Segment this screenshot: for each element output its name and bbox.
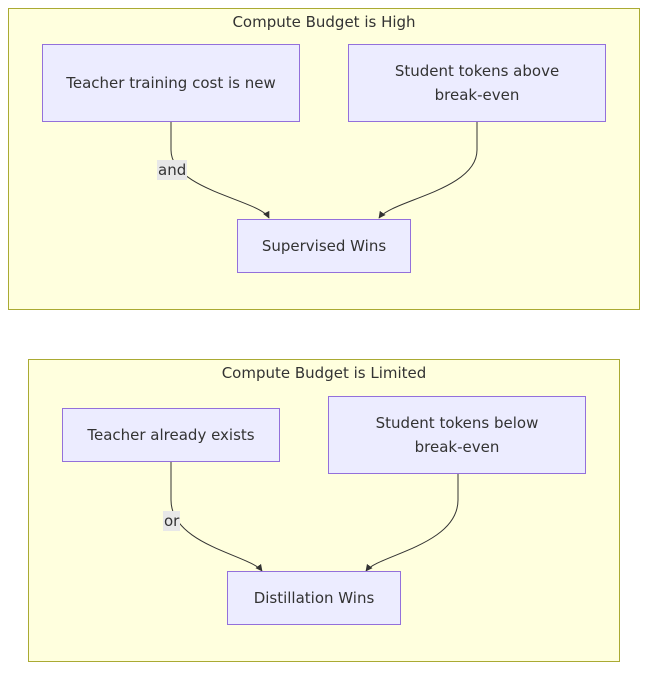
edge-label-and: and [157, 160, 188, 180]
node-student-tokens-below: Student tokens below break-even [328, 396, 586, 474]
node-distillation-wins: Distillation Wins [227, 571, 401, 625]
node-student-tokens-below-label: Student tokens below break-even [375, 414, 539, 456]
edge-teacher-cost-to-supervised [170, 122, 270, 219]
cluster-title-limited: Compute Budget is Limited [221, 364, 427, 382]
edge-student-below-to-distillation [365, 473, 459, 572]
node-student-tokens-above-label: Student tokens above break-even [394, 62, 560, 104]
node-teacher-already-exists-label: Teacher already exists [87, 426, 255, 444]
node-teacher-training-cost-label: Teacher training cost is new [66, 74, 276, 92]
node-student-tokens-above: Student tokens above break-even [348, 44, 606, 122]
cluster-title-high: Compute Budget is High [232, 13, 416, 31]
node-teacher-training-cost: Teacher training cost is new [42, 44, 300, 122]
node-supervised-wins: Supervised Wins [237, 219, 411, 273]
node-distillation-wins-label: Distillation Wins [253, 589, 375, 607]
edge-label-or: or [163, 511, 181, 531]
node-teacher-already-exists: Teacher already exists [62, 408, 280, 462]
node-supervised-wins-label: Supervised Wins [261, 237, 387, 255]
edge-student-above-to-supervised [378, 122, 478, 219]
edge-teacher-exists-to-distillation [170, 462, 263, 572]
